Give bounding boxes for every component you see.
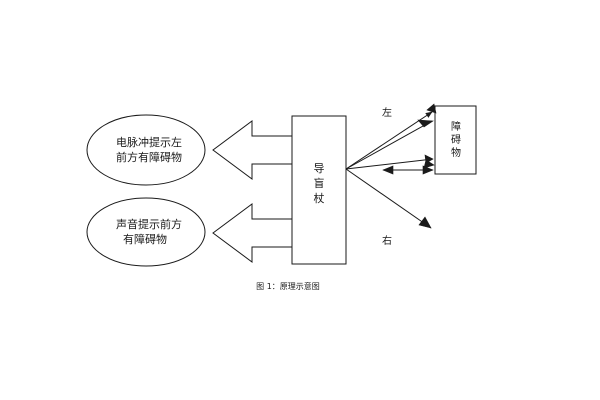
direction-label-right: 右 xyxy=(382,234,392,247)
signal-line-middle xyxy=(345,158,434,170)
cane-label-2: 盲 xyxy=(314,176,325,190)
cane-box xyxy=(291,115,347,265)
direction-label-left: 左 xyxy=(382,106,392,119)
signal-arrowhead-upper-bounce xyxy=(426,103,437,114)
obstacle-box xyxy=(434,105,477,175)
figure-caption: 图 1：原理示意图 xyxy=(256,281,320,291)
obstacle-label-2: 碍 xyxy=(451,134,461,146)
block-arrow-top xyxy=(212,120,299,180)
signal-arrowhead-lower-left xyxy=(382,165,394,175)
block-arrow-bottom xyxy=(212,203,299,263)
ellipse-electric-pulse xyxy=(86,114,206,186)
signal-line-upper-return xyxy=(345,120,433,170)
obstacle-label-1: 障 xyxy=(451,120,461,133)
signal-arrowhead-lower-right xyxy=(422,165,434,175)
ellipse-electric-pulse-line1: 电脉冲提示左 xyxy=(116,135,182,149)
ellipse-sound-prompt-line1: 声音提示前方 xyxy=(116,217,182,231)
signal-line-right xyxy=(345,168,432,229)
cane-label-3: 杖 xyxy=(314,191,325,205)
signal-arrowhead-right xyxy=(418,216,432,229)
ellipse-electric-pulse-line2: 前方有障碍物 xyxy=(116,150,182,164)
signal-arrowhead-middle-b xyxy=(423,159,435,169)
cane-label-1: 导 xyxy=(314,162,325,175)
ellipse-sound-prompt-line2: 有障碍物 xyxy=(123,232,167,246)
obstacle-label-3: 物 xyxy=(451,146,461,159)
signal-arrowhead-upper-return xyxy=(417,119,434,128)
ellipse-sound-prompt xyxy=(86,197,206,267)
signal-line-upper xyxy=(345,111,433,170)
